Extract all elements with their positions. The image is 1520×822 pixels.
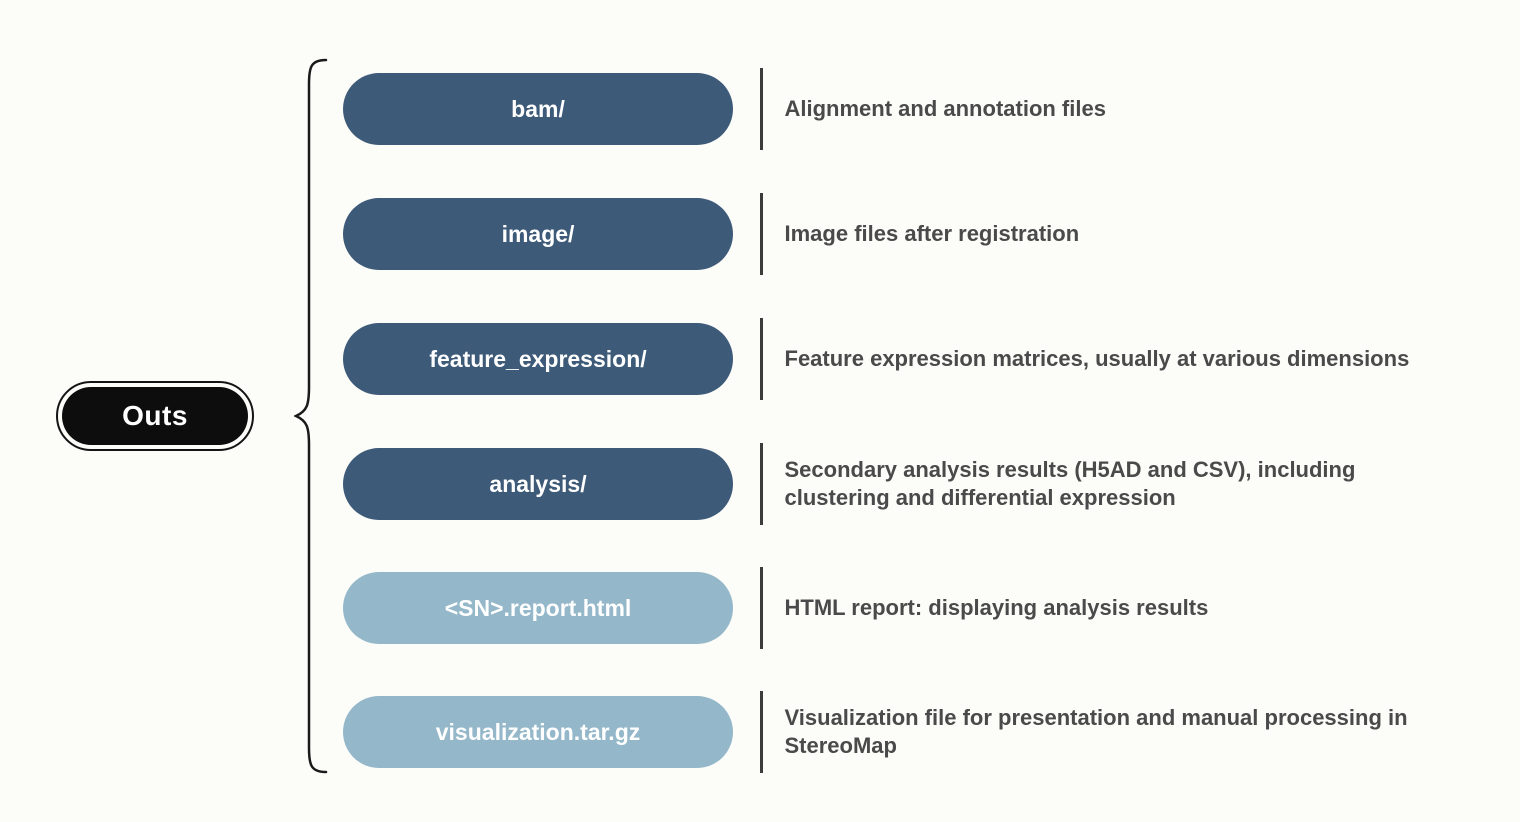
diagram-row-visualization: visualization.tar.gz Visualization file …	[343, 691, 1440, 773]
row-divider	[760, 443, 763, 525]
row-description: Visualization file for presentation and …	[784, 705, 1408, 758]
pill-analysis: analysis/	[343, 448, 733, 520]
pill-image: image/	[343, 198, 733, 270]
diagram-row-bam: bam/ Alignment and annotation files	[343, 68, 1106, 150]
diagram-row-feature-expression: feature_expression/ Feature expression m…	[343, 318, 1409, 400]
row-divider	[760, 68, 763, 150]
row-description: Image files after registration	[784, 221, 1080, 247]
diagram-row-image: image/ Image files after registration	[343, 193, 1079, 275]
root-node-outs: Outs	[56, 381, 254, 451]
row-divider	[760, 193, 763, 275]
diagram-row-report-html: <SN>.report.html HTML report: displaying…	[343, 567, 1208, 649]
row-description: Alignment and annotation files	[784, 96, 1106, 122]
row-divider	[760, 567, 763, 649]
pill-visualization: visualization.tar.gz	[343, 696, 733, 768]
diagram-row-analysis: analysis/ Secondary analysis results (H5…	[343, 443, 1440, 525]
row-description: Feature expression matrices, usually at …	[784, 346, 1410, 372]
row-description: HTML report: displaying analysis results	[784, 595, 1209, 621]
pill-bam: bam/	[343, 73, 733, 145]
row-divider	[760, 691, 763, 773]
pill-report-html: <SN>.report.html	[343, 572, 733, 644]
brace-connector	[294, 58, 328, 774]
row-divider	[760, 318, 763, 400]
pill-feature-expression: feature_expression/	[343, 323, 733, 395]
root-node-label: Outs	[62, 387, 248, 445]
row-description: Secondary analysis results (H5AD and CSV…	[784, 457, 1356, 510]
